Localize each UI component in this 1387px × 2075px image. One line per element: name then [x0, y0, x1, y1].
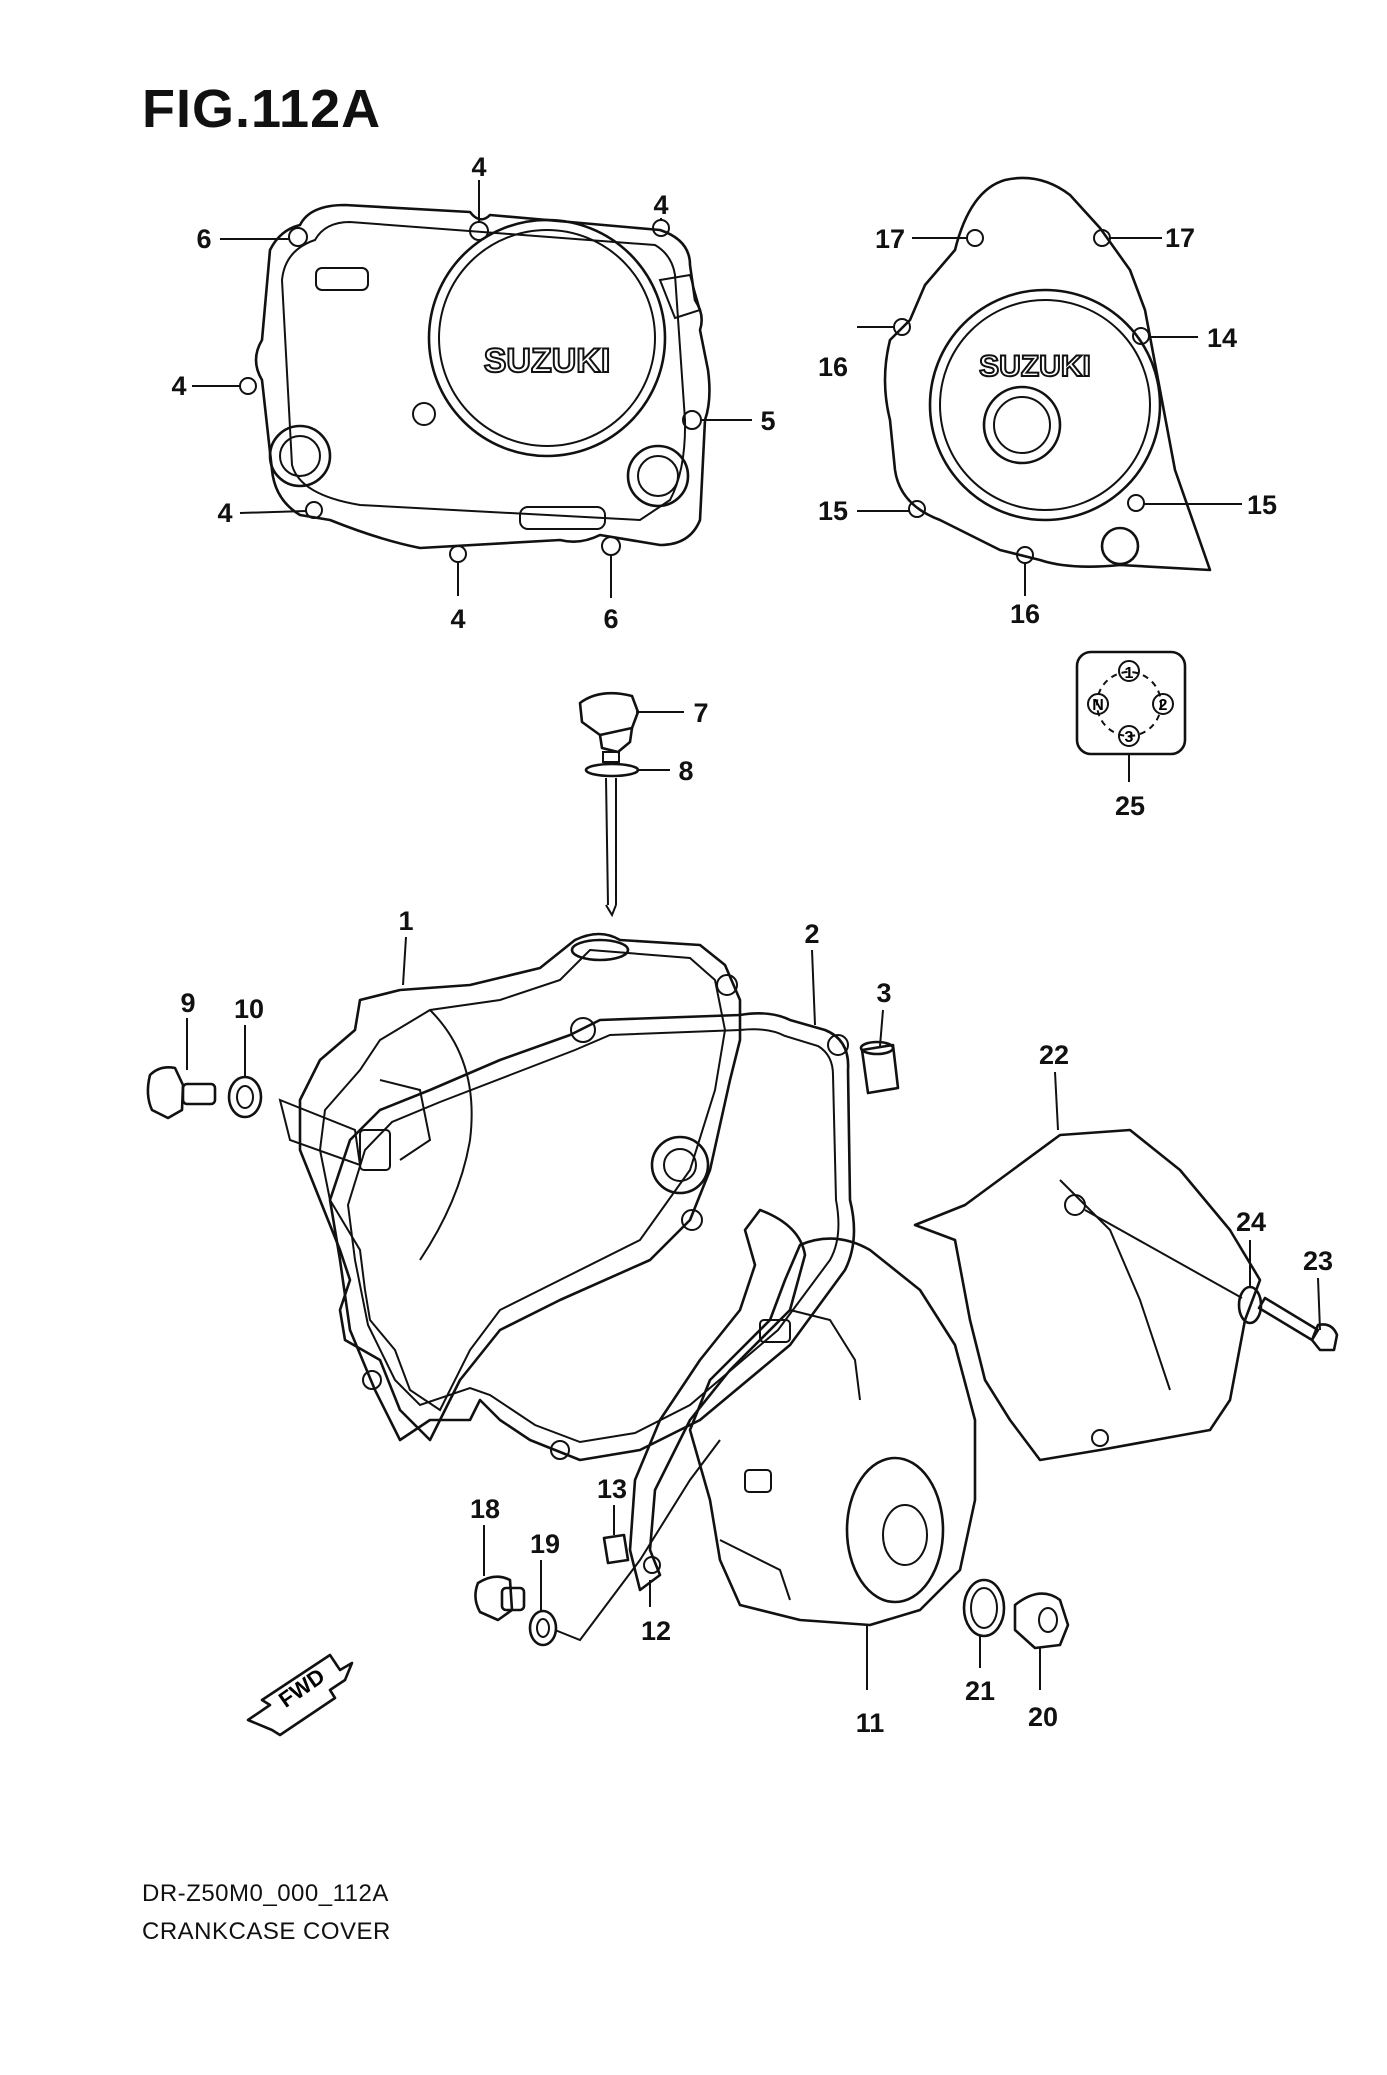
callout-11: 11 — [856, 1708, 885, 1738]
drain-bolt-9 — [146, 1066, 217, 1120]
dowel-pin-13 — [602, 1533, 630, 1565]
gear-position-indicator: 1 N 2 3 — [1075, 650, 1187, 756]
callout-8: 8 — [678, 756, 693, 786]
indicator-2: 2 — [1159, 697, 1168, 714]
magneto-gasket — [628, 1208, 807, 1592]
callout-4: 4 — [450, 604, 465, 634]
o-ring-21 — [962, 1578, 1006, 1638]
callout-3: 3 — [876, 978, 891, 1008]
o-ring-19 — [528, 1609, 558, 1647]
fwd-direction-arrow: FWD — [246, 1653, 354, 1737]
callout-2: 2 — [804, 919, 819, 949]
figure-title: FIG.112A — [142, 79, 382, 139]
diagram-code: DR-Z50M0_000_112A — [142, 1880, 389, 1907]
magneto-cover-outer-view: SUZUKI — [883, 176, 1212, 572]
cap-20 — [1013, 1592, 1070, 1650]
callout-10: 10 — [234, 994, 264, 1024]
dowel-pin-3 — [859, 1040, 900, 1095]
callout-6: 6 — [603, 604, 618, 634]
callout-4: 4 — [653, 190, 668, 220]
callout-25: 25 — [1115, 791, 1145, 821]
indicator-3: 3 — [1125, 729, 1134, 746]
callout-15: 15 — [818, 496, 848, 526]
diagram-name: CRANKCASE COVER — [142, 1918, 391, 1945]
callout-17: 17 — [875, 224, 905, 254]
plug-18 — [474, 1575, 526, 1622]
indicator-n: N — [1092, 697, 1104, 714]
callout-23: 23 — [1303, 1246, 1333, 1276]
callout-18: 18 — [470, 1494, 500, 1524]
sprocket-guard — [913, 1128, 1262, 1462]
callout-9: 9 — [180, 988, 195, 1018]
callout-4: 4 — [217, 498, 232, 528]
crankcase-gasket — [328, 1012, 856, 1462]
callout-15: 15 — [1247, 490, 1277, 520]
callout-21: 21 — [965, 1676, 995, 1706]
callout-4: 4 — [471, 152, 486, 182]
bolt-23 — [1257, 1296, 1339, 1352]
indicator-1: 1 — [1125, 665, 1134, 682]
callout-14: 14 — [1207, 323, 1237, 353]
callout-13: 13 — [597, 1474, 627, 1504]
callout-16: 16 — [1010, 599, 1040, 629]
oil-filler-cap — [578, 691, 640, 918]
suzuki-logo-magneto: SUZUKI — [979, 350, 1091, 383]
callout-20: 20 — [1028, 1702, 1058, 1732]
callout-22: 22 — [1039, 1040, 1069, 1070]
washer-10 — [227, 1075, 263, 1119]
leader-lines — [186, 180, 1321, 1690]
callout-1: 1 — [398, 906, 413, 936]
callout-16: 16 — [818, 352, 848, 382]
suzuki-logo: SUZUKI — [484, 342, 611, 380]
callout-19: 19 — [530, 1529, 560, 1559]
clutch-cover-outer-view: SUZUKI — [239, 203, 711, 563]
callout-5: 5 — [760, 406, 775, 436]
callout-12: 12 — [641, 1616, 671, 1646]
callout-numbers: 4 4 6 4 5 4 4 6 17 17 14 16 15 15 16 25 … — [171, 152, 1333, 1738]
crankcase-cover — [278, 932, 742, 1442]
callout-24: 24 — [1236, 1207, 1266, 1237]
magneto-cover — [688, 1237, 977, 1627]
callout-4: 4 — [171, 371, 186, 401]
callout-7: 7 — [693, 698, 708, 728]
callout-6: 6 — [196, 224, 211, 254]
callout-17: 17 — [1165, 223, 1195, 253]
fwd-label: FWD — [274, 1663, 329, 1712]
